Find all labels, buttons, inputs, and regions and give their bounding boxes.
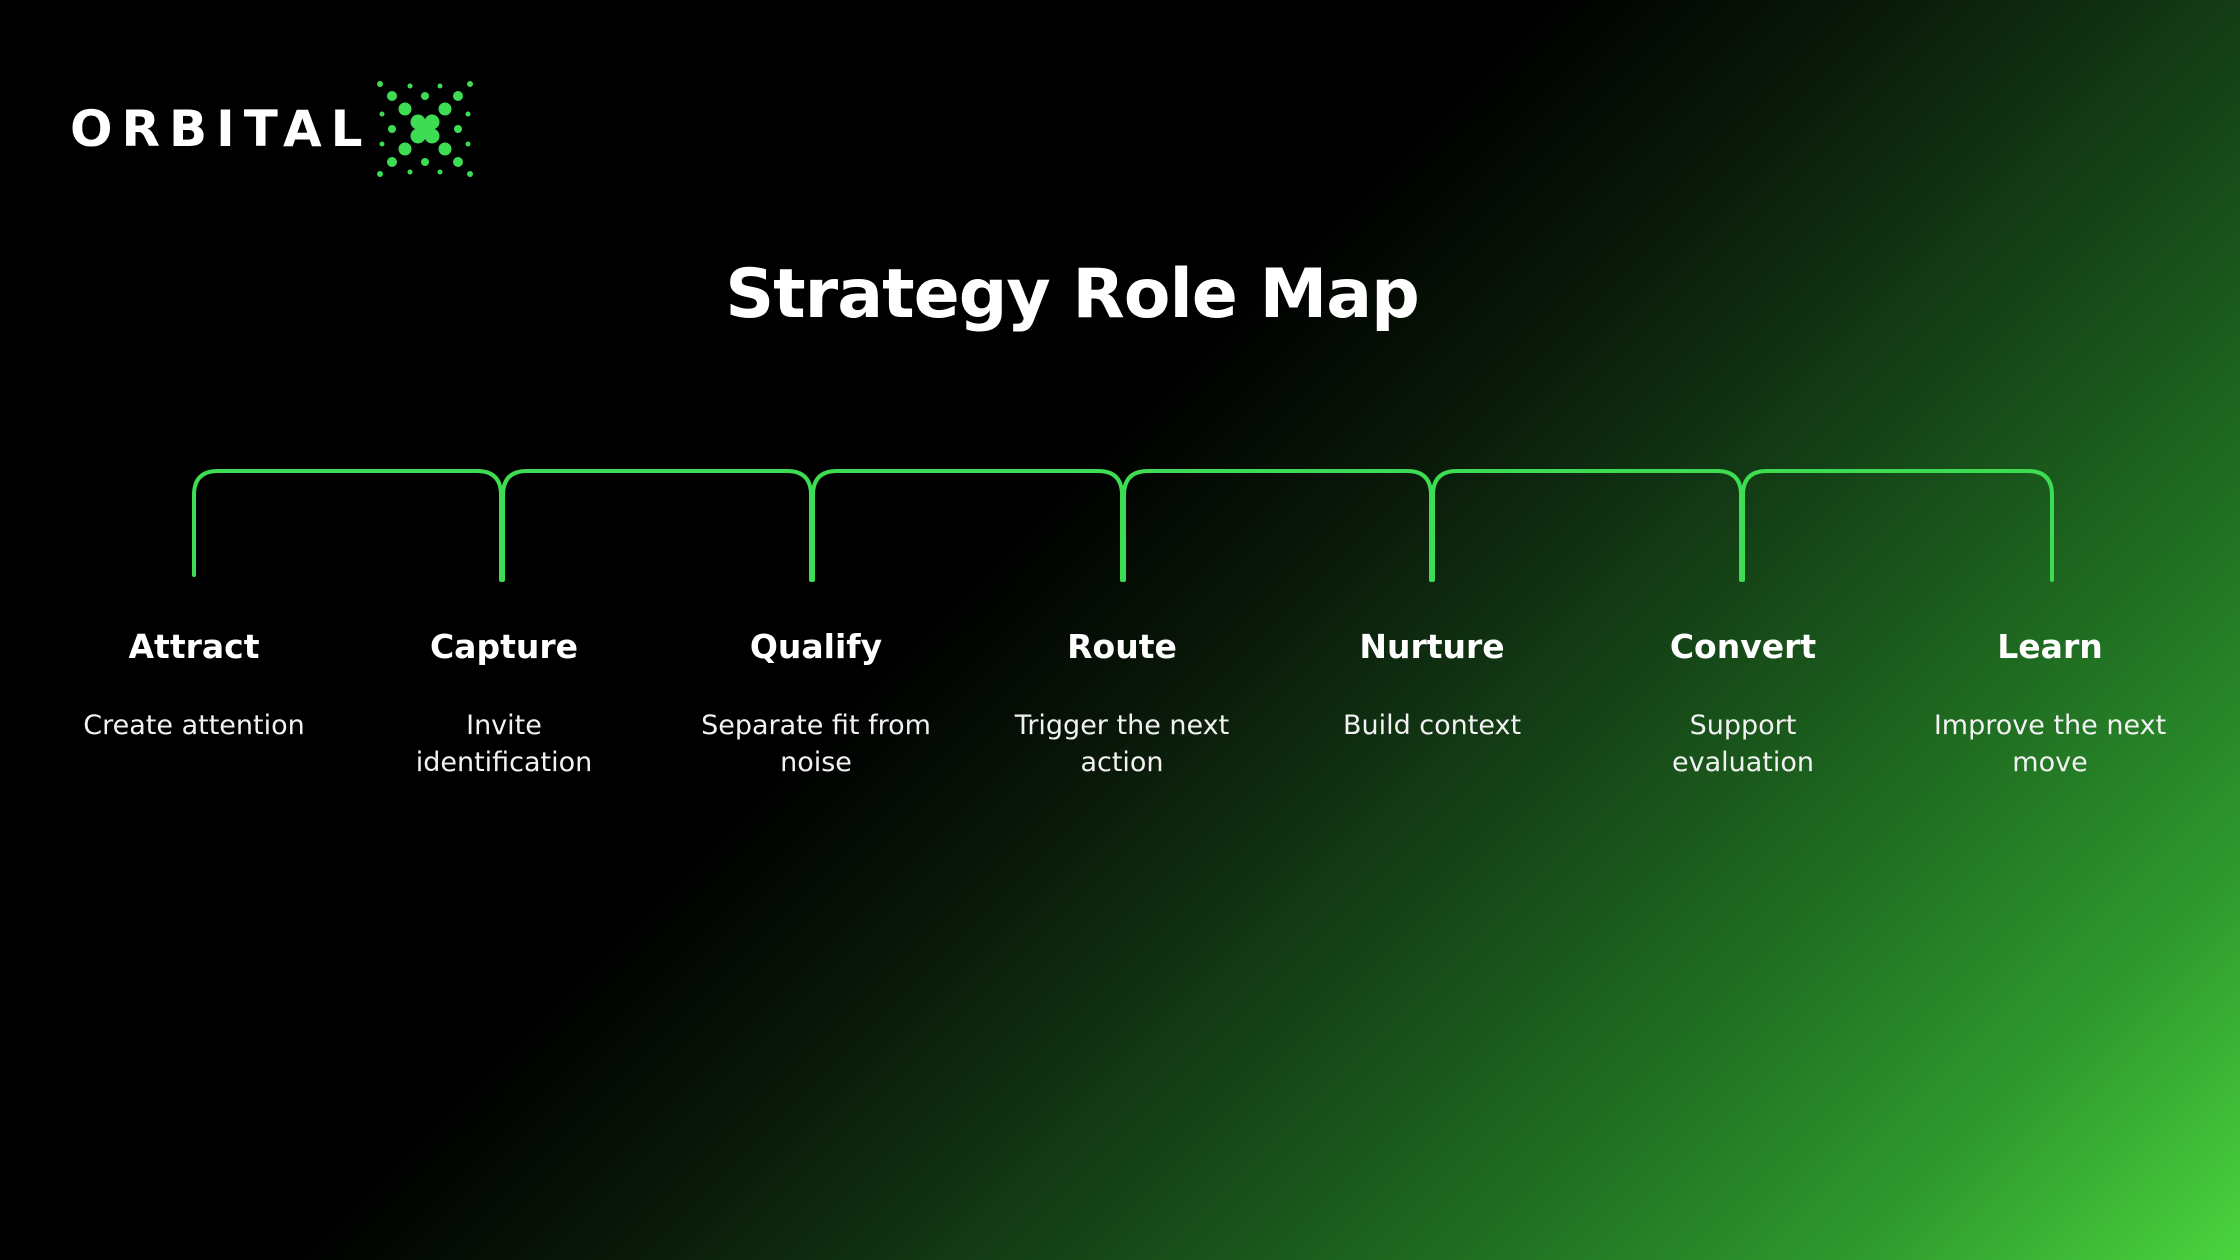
stage-description: Support evaluation [1671,710,1814,778]
stage-label: Convert [1669,627,1817,666]
stage-qualify: Qualify Separate fit from noise [676,625,956,781]
stage-description: Invite identification [415,710,593,778]
stage-attract: Attract Create attention [54,625,334,744]
stage-description: Separate fit from noise [701,710,931,778]
stage-label: Qualify [749,627,883,666]
stage-label: Capture [429,627,579,666]
x-dot-mark-icon [377,81,473,177]
stage-convert: Convert Support evaluation [1603,625,1883,781]
stage-description: Improve the next move [1933,710,2167,778]
stage-label: Learn [1997,627,2103,666]
connector-arc-5 [1431,469,1743,582]
brand-logo: ORBITAL [70,74,490,184]
stage-label: Nurture [1359,627,1505,666]
stage-label: Route [1067,627,1177,666]
page-title: Strategy Role Map [725,255,1420,334]
stage-capture: Capture Invite identification [364,625,644,781]
connector-arc-3 [811,469,1124,582]
stage-description: Build context [1342,710,1522,741]
connector-arc-2 [501,469,813,582]
connector-arc-4 [1122,469,1433,582]
connector-arc-1 [192,469,503,582]
stage-learn: Learn Improve the next move [1910,625,2190,781]
stage-label: Attract [128,627,260,666]
stage-description: Create attention [83,710,305,741]
stage-route: Route Trigger the next action [982,625,1262,781]
brand-wordmark: ORBITAL [70,100,372,158]
stage-description: Trigger the next action [1014,710,1230,778]
connector-arc-6 [1741,469,2054,582]
stage-nurture: Nurture Build context [1292,625,1572,744]
